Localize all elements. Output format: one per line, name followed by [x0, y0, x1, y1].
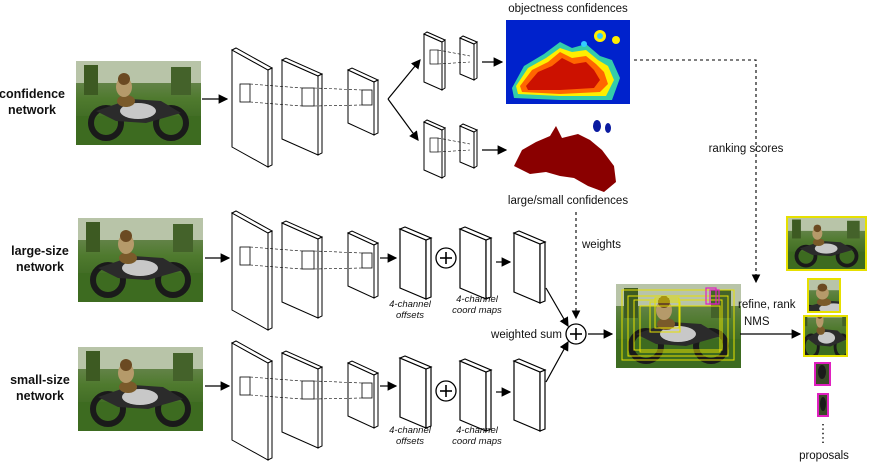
weighted-sum-plus-icon — [565, 323, 587, 345]
proposal-person-1 — [814, 362, 831, 386]
large-coord-slab — [459, 226, 492, 300]
small-network-label-2: network — [16, 389, 64, 403]
ranking-scores-label: ranking scores — [709, 143, 784, 155]
confidence-network-label: confidence — [0, 87, 65, 101]
small-offsets-label: 4-channel — [389, 425, 432, 436]
large-plus-icon — [435, 247, 457, 269]
arrow-large-to-sum — [545, 287, 569, 328]
large-network-label: large-size — [11, 244, 69, 258]
small-coord-label-2: coord maps — [452, 436, 502, 447]
proposal-large — [786, 216, 867, 271]
confidence-network-label-2: network — [8, 103, 56, 117]
input-photo-confidence — [76, 61, 201, 145]
weights-label: weights — [581, 239, 621, 251]
proposals-label: proposals — [799, 450, 849, 462]
large-offsets-slab — [399, 226, 432, 300]
nms-label: NMS — [744, 316, 770, 328]
small-plus-icon — [435, 380, 457, 402]
large-out-slab — [513, 230, 546, 304]
conv-stack-large — [231, 210, 379, 331]
small-offsets-slab — [399, 355, 432, 429]
objectness-label: objectness confidences — [508, 3, 628, 15]
large-coord-label: 4-channel — [456, 294, 499, 305]
input-photo-small — [78, 347, 203, 431]
proposal-motorcycle — [803, 315, 848, 357]
small-offsets-label-2: offsets — [396, 436, 424, 447]
arrow-small-to-sum — [545, 340, 569, 383]
refine-rank-label: refine, rank — [738, 299, 796, 311]
large-offsets-label: 4-channel — [389, 299, 432, 310]
head-objectness — [423, 31, 478, 91]
small-network-label: small-size — [10, 373, 70, 387]
ranking-dashed-arrow — [634, 59, 761, 284]
conv-stack-confidence — [231, 47, 379, 168]
proposal-person-2 — [817, 393, 829, 417]
arrow-branch-up — [387, 59, 421, 100]
large-small-label: large/small confidences — [508, 195, 628, 207]
arrow-branch-down — [387, 98, 419, 141]
large-offsets-label-2: offsets — [396, 310, 424, 321]
proposal-dog — [807, 278, 841, 313]
large-coord-label-2: coord maps — [452, 305, 502, 316]
small-coord-slab — [459, 358, 492, 432]
large-small-map — [514, 120, 616, 192]
large-network-label-2: network — [16, 260, 64, 274]
input-photo-large — [78, 218, 203, 302]
small-coord-label: 4-channel — [456, 425, 499, 436]
conv-stack-small — [231, 340, 379, 461]
small-out-slab — [513, 358, 546, 432]
weighted-sum-label: weighted sum — [490, 329, 562, 341]
head-large-small — [423, 119, 478, 179]
objectness-heatmap — [506, 20, 630, 104]
candidate-boxes-photo — [616, 284, 741, 368]
